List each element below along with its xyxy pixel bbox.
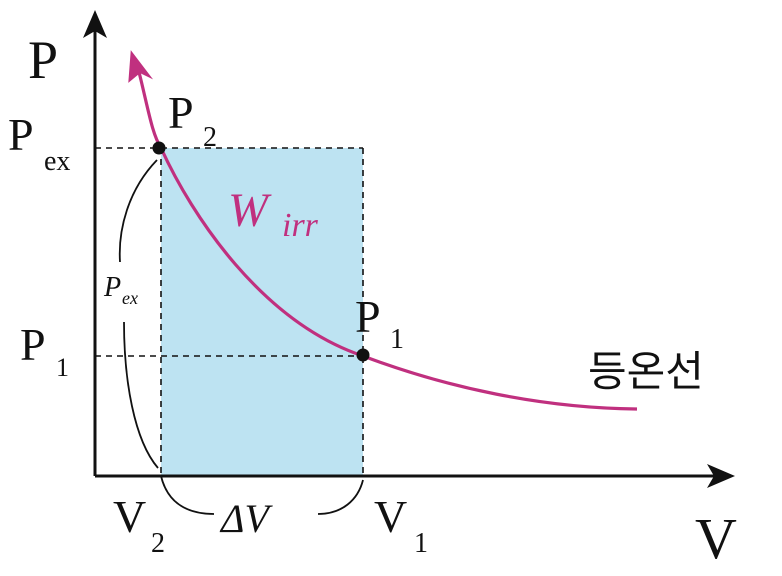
p-ex-sub: ex xyxy=(44,146,70,177)
x-axis-arrowhead xyxy=(707,464,735,488)
x-axis-title: V xyxy=(695,506,737,571)
braces xyxy=(118,159,364,515)
width-brace-left xyxy=(160,475,215,515)
p2-point-sub: 2 xyxy=(203,122,217,153)
point-p1 xyxy=(356,348,370,362)
v2-sub: 2 xyxy=(151,528,165,559)
work-sub: irr xyxy=(282,207,319,244)
v1-label: V xyxy=(374,491,407,542)
work-label: W xyxy=(228,184,272,237)
v1-sub: 1 xyxy=(414,528,428,559)
p-ex-label: P xyxy=(8,109,34,160)
height-sub: ex xyxy=(122,288,138,308)
p2-point-label: P xyxy=(168,87,194,138)
p1-point-sub: 1 xyxy=(390,324,404,355)
p1-axis-sub: 1 xyxy=(56,353,69,382)
height-brace-lower xyxy=(123,321,159,469)
p1-point-label: P xyxy=(355,291,381,342)
y-axis-arrowhead xyxy=(83,10,107,38)
isotherm-arrowhead xyxy=(128,50,154,83)
isotherm-curve xyxy=(137,71,638,411)
y-axis-title: P xyxy=(28,30,58,90)
work-region xyxy=(161,148,363,476)
height-label: P xyxy=(103,272,121,303)
point-p2 xyxy=(152,141,166,155)
width-brace-right xyxy=(317,479,364,515)
guide-lines xyxy=(95,147,364,476)
v2-label: V xyxy=(113,491,146,542)
isotherm-label: 등온선 xyxy=(588,347,704,396)
p1-axis-label: P xyxy=(20,319,46,370)
delta-v-label: ΔV xyxy=(219,496,273,541)
height-brace-upper xyxy=(118,159,158,263)
axes xyxy=(83,10,735,488)
